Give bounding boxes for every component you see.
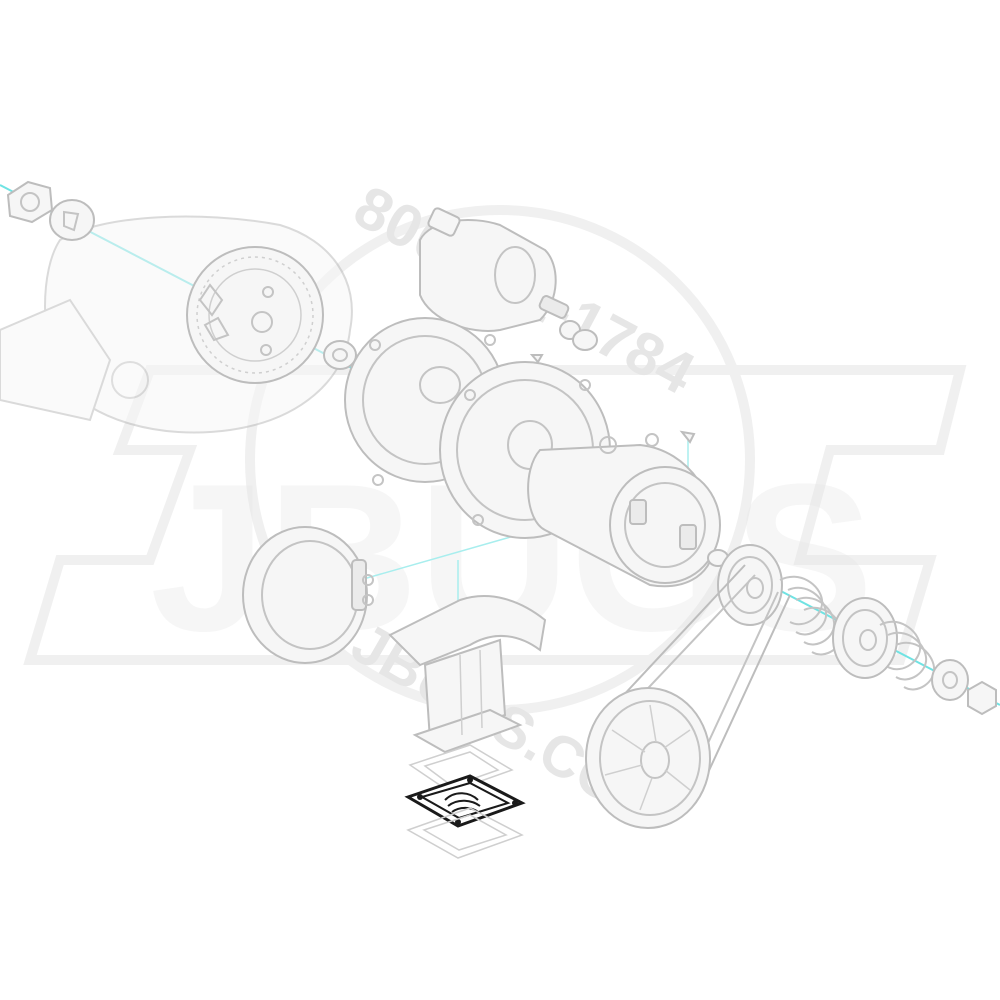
fan-hub	[251, 311, 273, 333]
pulley-shims-2	[879, 620, 936, 691]
woodruff-keys	[529, 354, 696, 444]
crank-pulley-rim	[585, 687, 711, 829]
pulley-washer	[931, 659, 969, 701]
starter-bushing	[572, 329, 598, 351]
crank-pulley-hub	[640, 741, 670, 779]
crankshaft-pulley	[585, 687, 711, 829]
engine-case-cover	[0, 298, 112, 422]
stand-base	[412, 708, 523, 754]
starter-pinion	[538, 295, 570, 319]
starter-motor	[419, 207, 598, 351]
gasket-upper	[408, 744, 514, 793]
gasket-plate-highlighted[interactable]	[404, 774, 526, 828]
pulley-shims-1	[779, 575, 844, 656]
cooling-fan	[186, 246, 324, 384]
generator	[527, 433, 729, 588]
axle-nut	[6, 180, 54, 224]
engine-case-boss	[111, 361, 149, 399]
generator-end-face	[609, 466, 721, 584]
gasket-lower	[406, 807, 524, 859]
generator-strap	[242, 526, 374, 664]
stand-cradle	[388, 595, 547, 667]
pulley-outer-half	[832, 597, 898, 679]
axle-washer	[49, 199, 95, 241]
generator-pulley-half	[717, 544, 783, 626]
pulley-nut	[967, 680, 997, 716]
generator-stand	[388, 595, 547, 754]
watermark-logo-frame	[23, 365, 967, 665]
fan-spacer	[323, 340, 357, 370]
